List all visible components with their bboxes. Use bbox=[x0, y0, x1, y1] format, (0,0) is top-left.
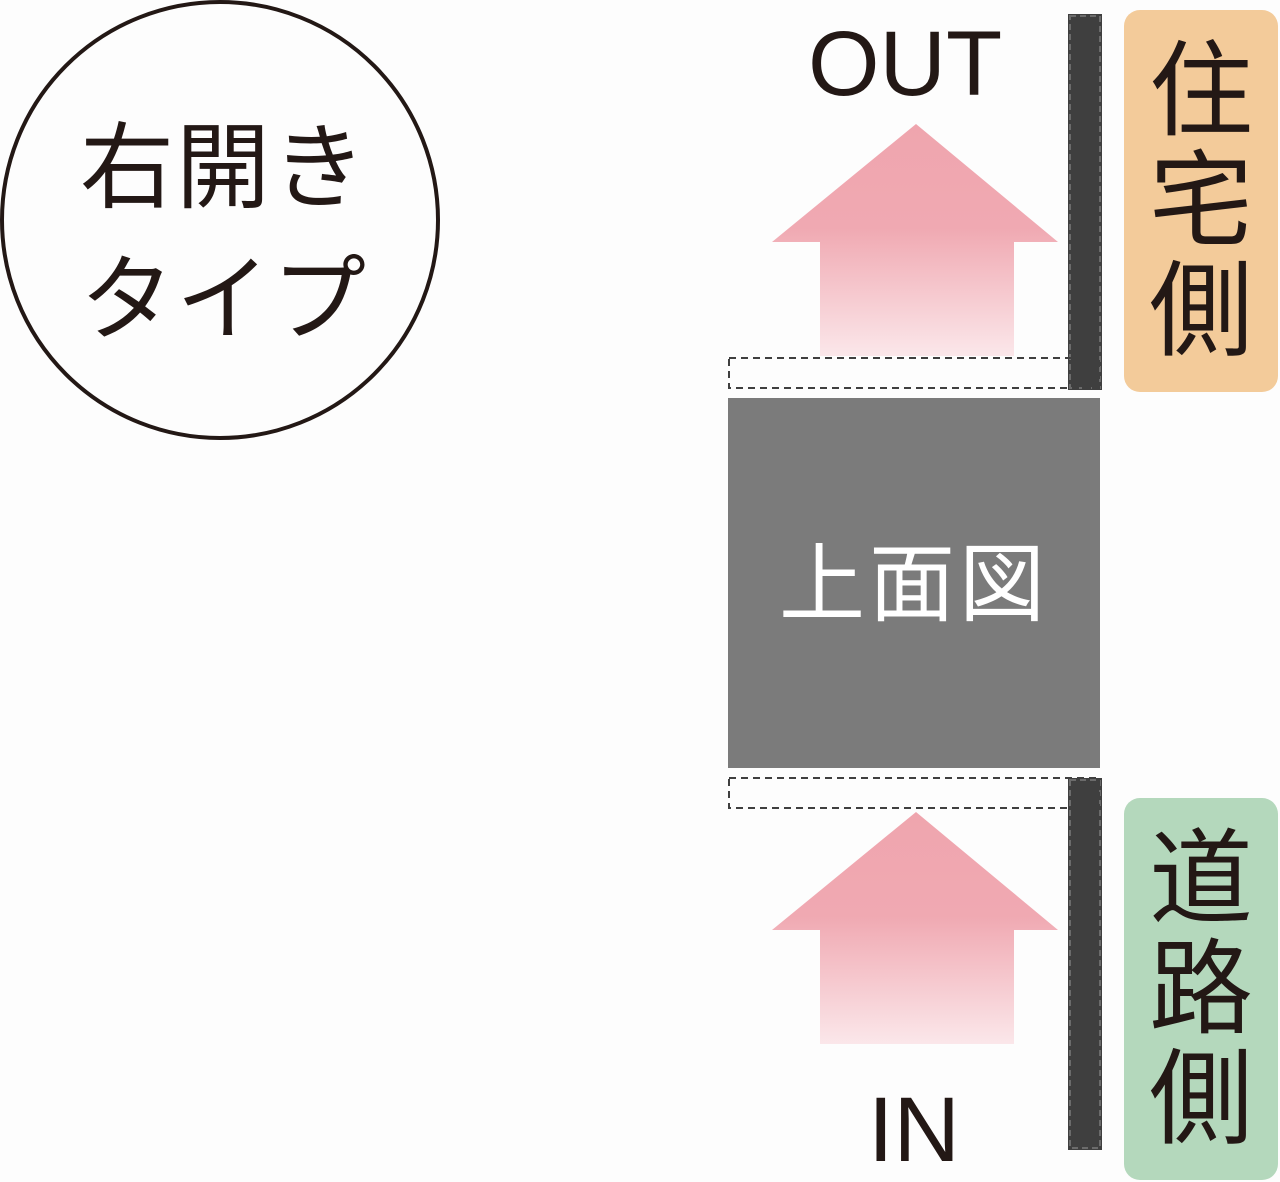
in-direction-arrow bbox=[772, 812, 1058, 1044]
gate-open-outline-bottom bbox=[728, 777, 1100, 809]
road-side-char-1: 道 bbox=[1148, 817, 1253, 940]
type-badge-line-1: 右開き bbox=[79, 114, 368, 223]
fence-post-bottom-dash bbox=[1069, 779, 1101, 1149]
gate-open-outline-top bbox=[728, 357, 1100, 389]
residence-side-char-3: 側 bbox=[1148, 250, 1253, 373]
residence-side-label: 住 宅 側 bbox=[1124, 10, 1278, 392]
fence-post-top-dash bbox=[1069, 15, 1101, 389]
residence-side-char-2: 宅 bbox=[1148, 139, 1253, 262]
fence-post-bottom bbox=[1068, 778, 1102, 1150]
out-label: OUT bbox=[808, 13, 1003, 115]
road-side-char-2: 路 bbox=[1148, 927, 1253, 1050]
residence-side-char-1: 住 bbox=[1148, 29, 1253, 152]
type-badge: 右開き タイプ bbox=[0, 0, 440, 440]
road-side-label: 道 路 側 bbox=[1124, 798, 1278, 1180]
in-label: IN bbox=[868, 1079, 960, 1181]
top-view-label: 上面図 bbox=[779, 535, 1049, 635]
out-direction-arrow bbox=[772, 124, 1058, 356]
type-badge-line-2: タイプ bbox=[79, 246, 368, 355]
fence-post-top bbox=[1068, 14, 1102, 390]
gate-body bbox=[728, 398, 1100, 768]
road-side-char-3: 側 bbox=[1148, 1038, 1253, 1161]
